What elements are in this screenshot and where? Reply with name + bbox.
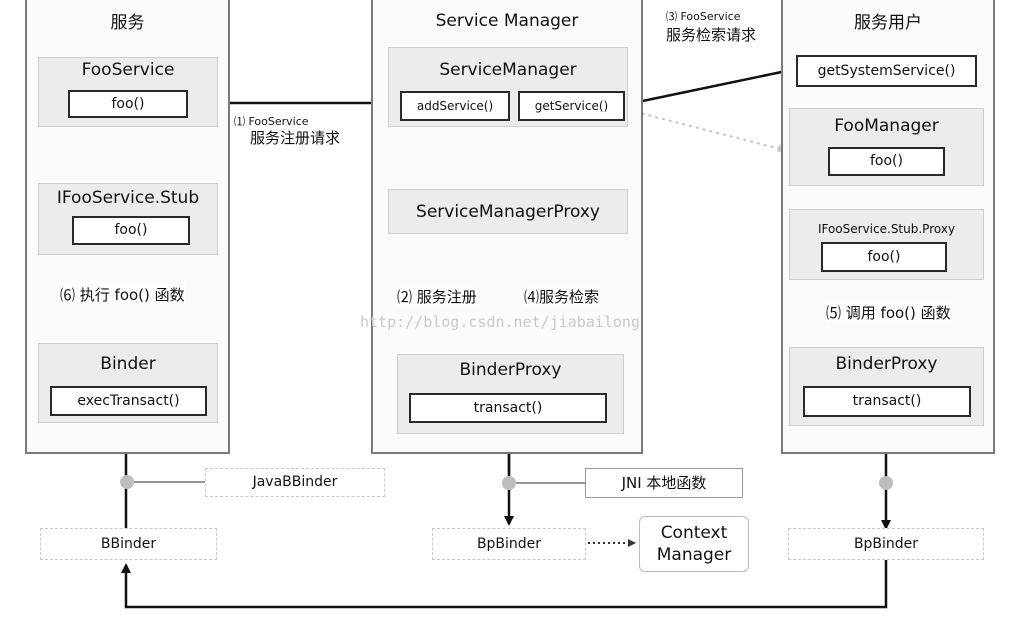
service-manager-panel-title: Service Manager: [435, 11, 579, 31]
watermark: http://blog.csdn.net/jiabailong: [360, 313, 640, 331]
foomanager-foo-method: foo(): [828, 147, 945, 176]
arrow-lookup-request: [626, 67, 797, 108]
bpbinder-manager-box: BpBinder: [432, 528, 586, 560]
step1-line2: 服务注册请求: [250, 129, 341, 147]
foomanager-title: FooManager: [834, 116, 939, 136]
step6-label: ⑹ 执行 foo() 函数: [60, 284, 185, 305]
servicemanagerproxy-title: ServiceManagerProxy: [416, 202, 600, 222]
getservice-method: getService(): [518, 91, 625, 121]
bbinder-box: BBinder: [40, 528, 217, 560]
step5-label: ⑸ 调用 foo() 函数: [826, 302, 951, 323]
jni-dot-service: [120, 475, 134, 489]
step3-label: ⑶ FooService 服务检索请求: [666, 8, 756, 44]
servicemanagerproxy-box: [388, 189, 628, 234]
getsystemservice-method: getSystemService(): [796, 55, 977, 87]
binder-title: Binder: [100, 354, 156, 374]
step1-label: ⑴ FooService 服务注册请求: [234, 113, 340, 147]
step2-label: ⑵ 服务注册: [397, 286, 477, 307]
stub-title: IFooService.Stub: [56, 188, 200, 208]
step4-label: ⑷服务检索: [524, 286, 600, 307]
transact-user-method: transact(): [803, 386, 971, 417]
jni-native-label: JNI 本地函数: [585, 468, 743, 498]
fooservice-title: FooService: [81, 60, 175, 80]
service-panel-title: 服务: [110, 13, 145, 33]
step3-line1: ⑶ FooService: [666, 10, 741, 23]
exectransact-method: execTransact(): [50, 386, 207, 416]
bpbinder-user-box: BpBinder: [788, 528, 984, 560]
stub-proxy-title: IFooService.Stub.Proxy: [817, 222, 956, 236]
jni-dot-manager: [502, 476, 516, 490]
context-manager-box: Context Manager: [639, 516, 749, 572]
context-manager-line2: Manager: [656, 545, 732, 565]
stub-proxy-foo-method: foo(): [821, 242, 947, 272]
jni-dot-user: [879, 476, 893, 490]
binderproxy-manager-title: BinderProxy: [459, 360, 562, 380]
step3-line2: 服务检索请求: [666, 26, 757, 44]
transact-manager-method: transact(): [409, 393, 607, 423]
fooservice-foo-method: foo(): [68, 90, 188, 118]
dotted-return-arrow: [627, 109, 786, 153]
service-user-panel-title: 服务用户: [854, 13, 922, 33]
javabbinder-label: JavaBBinder: [205, 468, 385, 497]
servicemanager-title: ServiceManager: [439, 60, 577, 80]
stub-foo-method: foo(): [72, 216, 190, 245]
context-manager-line1: Context: [660, 523, 728, 543]
arrow-bpbinder-to-bbinder: [121, 560, 888, 609]
step1-line1: ⑴ FooService: [234, 115, 309, 128]
addservice-method: addService(): [400, 91, 510, 121]
binderproxy-user-title: BinderProxy: [835, 354, 938, 374]
